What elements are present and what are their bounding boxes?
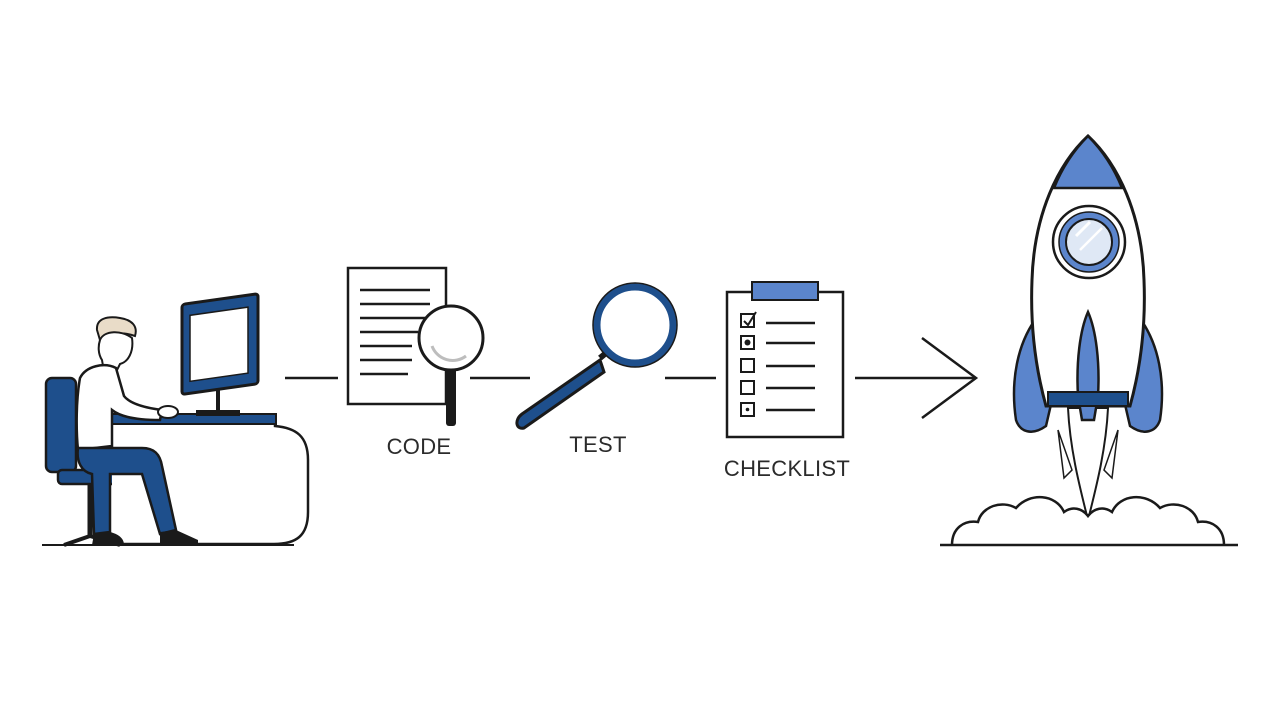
rocket-launch-icon <box>940 133 1238 547</box>
developer-figure <box>42 292 310 547</box>
step-label-checklist: CHECKLIST <box>723 456 851 481</box>
magnifying-glass-icon <box>515 282 678 430</box>
computer-monitor-icon <box>180 292 260 416</box>
arrow-right-icon <box>855 336 979 420</box>
step-label-code: CODE <box>386 434 452 459</box>
clipboard-checklist-icon <box>725 281 845 439</box>
code-document-magnifier-icon <box>346 266 485 426</box>
desk-icon <box>111 413 310 546</box>
developer-person-icon <box>75 316 198 545</box>
step-label-test: TEST <box>569 432 627 457</box>
